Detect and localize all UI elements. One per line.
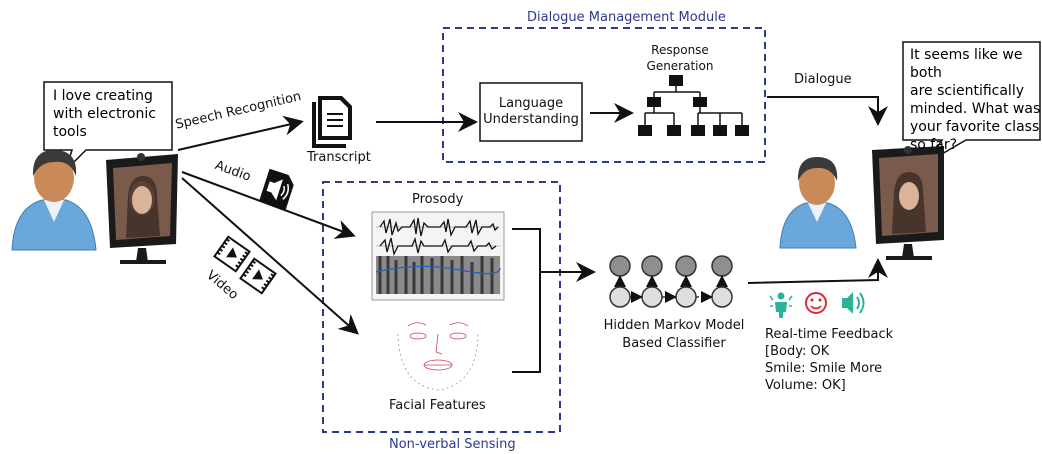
nonverbal-module-title: Non-verbal Sensing xyxy=(389,437,516,452)
document-icon xyxy=(312,96,352,148)
user-bubble-text: I love creating with electronic tools xyxy=(53,88,156,140)
prosody-spectrogram xyxy=(371,211,505,301)
response-generation-label: Response Generation xyxy=(646,43,714,73)
feedback-label: Real-time Feedback [Body: OK Smile: Smil… xyxy=(765,327,894,393)
agent-bubble-text: It seems like we both are scientifically… xyxy=(910,47,1041,153)
agent-user-person-icon xyxy=(779,157,857,249)
speech-recognition-arrow xyxy=(177,115,304,151)
dialogue-arrow xyxy=(767,96,888,126)
sensing-bracket xyxy=(512,228,541,373)
facial-features-icon xyxy=(397,322,479,391)
video-arrow xyxy=(181,177,359,335)
nonverbal-sensing-module-box xyxy=(322,181,561,433)
speaker-icon xyxy=(842,292,865,314)
video-file-icon xyxy=(213,235,277,295)
user-speech-bubble xyxy=(43,81,173,171)
dialogue-management-module-box xyxy=(442,27,766,163)
smile-icon xyxy=(805,292,827,314)
audio-file-icon xyxy=(259,168,294,210)
agent-speech-bubble xyxy=(902,41,1041,163)
language-understanding-label: Language Understanding xyxy=(483,96,579,127)
prosody-label: Prosody xyxy=(412,192,464,207)
dialogue-label: Dialogue xyxy=(794,72,852,87)
transcript-label: Transcript xyxy=(307,150,371,165)
tree-icon xyxy=(638,75,749,136)
hmm-label: Hidden Markov Model Based Classifier xyxy=(603,318,745,351)
feedback-arrow xyxy=(747,258,888,284)
user-person-icon xyxy=(11,150,97,251)
user-monitor-icon xyxy=(106,153,178,264)
language-understanding-box xyxy=(479,82,583,142)
dialogue-module-title: Dialogue Management Module xyxy=(527,10,726,25)
agent-monitor-icon xyxy=(872,146,944,260)
hmm-graph-icon xyxy=(609,255,733,308)
facial-features-label: Facial Features xyxy=(389,398,486,413)
body-icon xyxy=(769,292,793,318)
